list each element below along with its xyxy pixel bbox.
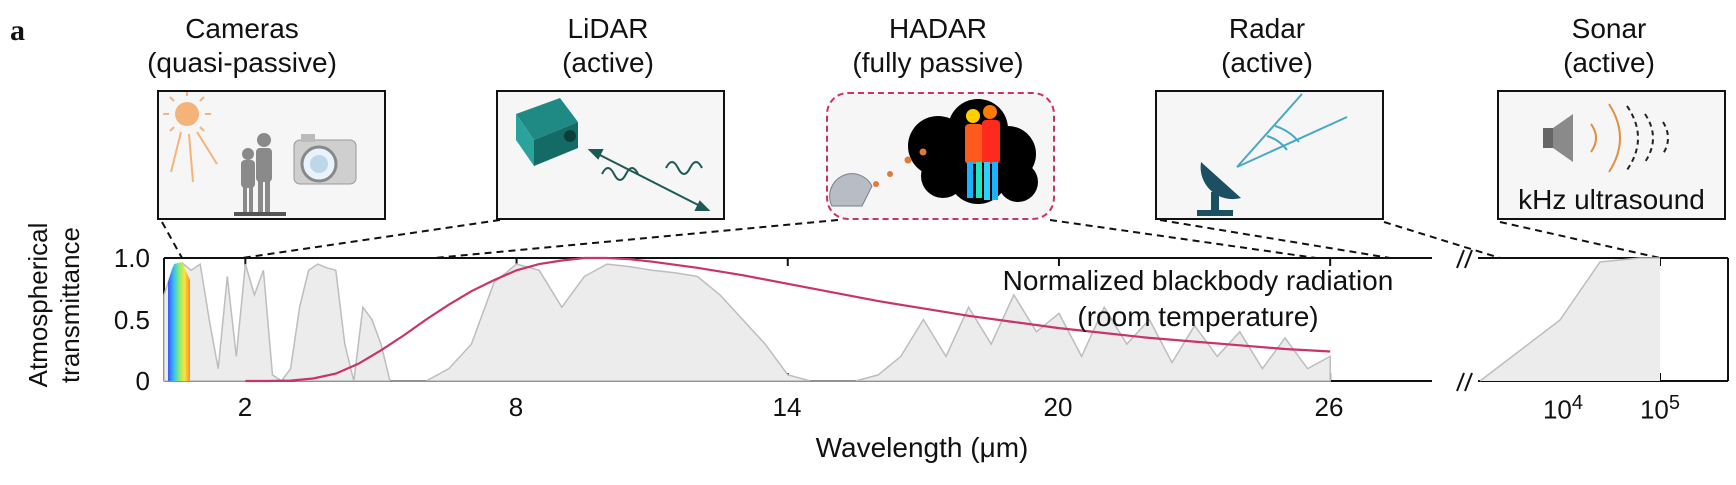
cameras-name: Cameras	[185, 13, 299, 44]
panel-label: a	[10, 14, 25, 47]
y-axis-label-line1: Atmospherical	[23, 222, 53, 388]
title-sonar: Sonar (active)	[1479, 12, 1736, 80]
hadar-panel	[826, 92, 1055, 220]
connector-lines	[161, 219, 1661, 259]
camera-icon	[293, 134, 357, 185]
lidar-mode: (active)	[562, 47, 654, 78]
y-tick-0: 0	[135, 366, 150, 396]
sensor-dome-icon	[829, 173, 873, 207]
x-tick-1e5-base: 10	[1639, 394, 1669, 425]
hadar-name: HADAR	[888, 13, 987, 44]
title-hadar: HADAR (fully passive)	[808, 12, 1068, 80]
x-tick-1e5: 105	[1620, 392, 1700, 426]
radar-mode: (active)	[1221, 47, 1313, 78]
blackbody-curve	[245, 256, 1331, 383]
radar-beam-icon	[1236, 93, 1348, 168]
radar-name: Radar	[1228, 13, 1306, 44]
x-tick-20: 20	[1043, 392, 1073, 422]
lidar-panel	[496, 90, 725, 220]
sound-waves-icon	[1590, 103, 1669, 173]
y-tick-05: 0.5	[113, 305, 150, 335]
lidar-name: LiDAR	[567, 13, 649, 44]
sun-icon	[163, 92, 218, 183]
x-tick-1e4-exp: 4	[1571, 392, 1584, 414]
y-axis-label-line2: transmittance	[55, 226, 85, 384]
x-axis-label: Wavelength (μm)	[815, 432, 1029, 463]
axis-break-top	[1456, 249, 1473, 269]
thermal-people-icon	[965, 105, 1000, 200]
dots-icon	[873, 148, 927, 187]
sonar-name: Sonar	[1571, 13, 1647, 44]
transmittance-log-area	[1480, 258, 1660, 381]
x-tick-1e4: 104	[1523, 392, 1603, 426]
annotation-line2: (room temperature)	[1077, 301, 1319, 332]
title-cameras: Cameras (quasi-passive)	[112, 12, 372, 80]
x-tick-1e5-exp: 5	[1668, 392, 1681, 414]
title-radar: Radar (active)	[1137, 12, 1397, 80]
y-tick-1: 1.0	[113, 243, 150, 273]
cameras-panel	[157, 90, 386, 220]
lidar-device-icon	[516, 98, 578, 166]
sonar-mode: (active)	[1563, 47, 1655, 78]
hadar-mode: (fully passive)	[852, 47, 1024, 78]
transmittance-log-line	[1479, 257, 1660, 382]
x-tick-14: 14	[772, 392, 802, 422]
x-tick-8: 8	[508, 392, 524, 422]
speaker-icon	[1543, 114, 1573, 162]
x-tick-26: 26	[1314, 392, 1344, 422]
cameras-mode: (quasi-passive)	[147, 47, 337, 78]
radar-panel	[1155, 90, 1384, 220]
annotation-line1: Normalized blackbody radiation	[1002, 265, 1394, 296]
laser-beam-icon	[587, 149, 711, 211]
x-tick-1e4-base: 10	[1542, 394, 1572, 425]
people-icon	[234, 133, 286, 216]
transmittance-area	[163, 262, 1331, 383]
radar-dish-icon	[1197, 162, 1241, 216]
title-lidar: LiDAR (active)	[478, 12, 738, 80]
sonar-caption: kHz ultrasound	[1518, 184, 1705, 215]
sonar-panel: kHz ultrasound	[1497, 90, 1726, 220]
visible-spectrum-band	[168, 262, 190, 381]
x-tick-2: 2	[237, 392, 253, 422]
axis-break-bottom	[1456, 372, 1473, 392]
blackbody-annotation: Normalized blackbody radiation (room tem…	[963, 263, 1433, 335]
